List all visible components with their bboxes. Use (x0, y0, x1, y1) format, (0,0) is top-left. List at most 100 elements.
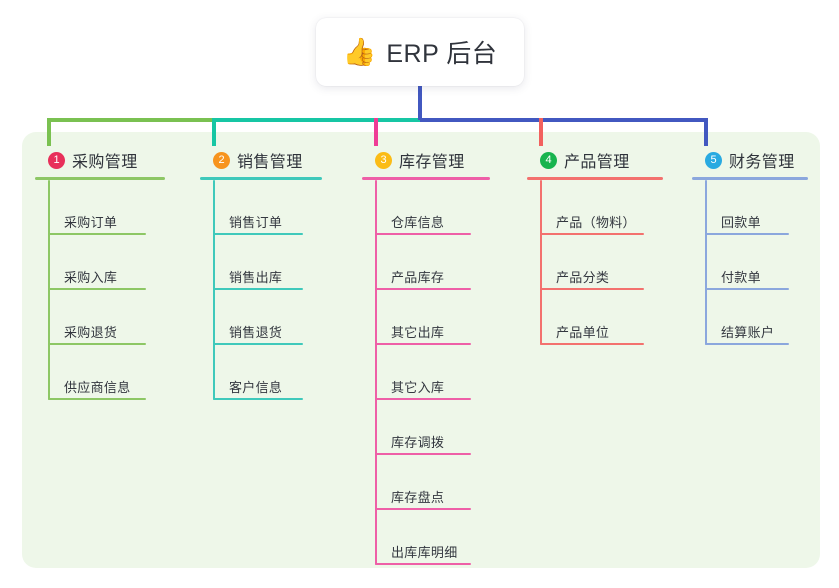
leaf-item-rule (375, 288, 471, 290)
root-node-title: ERP 后台 (386, 40, 498, 68)
leaf-item[interactable]: 销售订单 (213, 180, 322, 235)
branch-badge-4: 4 (540, 151, 557, 169)
leaf-item[interactable]: 产品分类 (540, 235, 663, 290)
branch-spine-5 (705, 180, 707, 345)
branch-header-3[interactable]: 3 库存管理 (362, 148, 490, 172)
leaf-item[interactable]: 客户信息 (213, 345, 322, 400)
leaf-item-label: 其它入库 (391, 380, 445, 395)
branch-header-4[interactable]: 4 产品管理 (527, 148, 663, 172)
diagram-background-panel (22, 132, 820, 568)
branch-spine-4 (540, 180, 542, 345)
branch-leaf-list-5: 回款单付款单结算账户 (705, 180, 808, 345)
branch-1: 1 采购管理采购订单采购入库采购退货供应商信息 (35, 148, 165, 400)
leaf-item-label: 产品单位 (556, 325, 610, 340)
leaf-item-rule (375, 398, 471, 400)
branch-rule-4 (527, 177, 663, 180)
leaf-item-label: 出库库明细 (391, 545, 458, 560)
branch-leaf-list-4: 产品（物料） 产品分类产品单位 (540, 180, 663, 345)
leaf-item-rule (213, 288, 303, 290)
leaf-item-label: 销售订单 (229, 215, 283, 230)
leaf-item-rule (705, 288, 789, 290)
leaf-item-label: 销售出库 (229, 270, 283, 285)
leaf-item-label: 回款单 (721, 215, 761, 230)
leaf-item[interactable]: 付款单 (705, 235, 808, 290)
branch-badge-1: 1 (48, 151, 65, 169)
branch-leaf-list-3: 仓库信息产品库存其它出库其它入库库存调拨库存盘点出库库明细 (375, 180, 490, 565)
leaf-item-label: 仓库信息 (391, 215, 445, 230)
branch-badge-5: 5 (705, 151, 722, 169)
leaf-item-rule (540, 343, 644, 345)
leaf-item-rule (213, 398, 303, 400)
leaf-item-rule (540, 233, 644, 235)
leaf-item-label: 库存调拨 (391, 435, 445, 450)
leaf-item-rule (375, 563, 471, 565)
branch-header-5[interactable]: 5 财务管理 (692, 148, 808, 172)
leaf-item-rule (213, 343, 303, 345)
leaf-item-label: 客户信息 (229, 380, 283, 395)
leaf-item[interactable]: 供应商信息 (48, 345, 165, 400)
leaf-item-rule (48, 343, 146, 345)
leaf-item-rule (375, 453, 471, 455)
branch-title-3: 库存管理 (399, 154, 465, 171)
branch-spine-2 (213, 180, 215, 400)
leaf-item[interactable]: 其它出库 (375, 290, 490, 345)
branch-leaf-list-1: 采购订单采购入库采购退货供应商信息 (48, 180, 165, 400)
leaf-item[interactable]: 销售出库 (213, 235, 322, 290)
branch-header-1[interactable]: 1 采购管理 (35, 148, 165, 172)
leaf-item-label: 结算账户 (721, 325, 775, 340)
leaf-item[interactable]: 库存盘点 (375, 455, 490, 510)
leaf-item[interactable]: 销售退货 (213, 290, 322, 345)
branch-3: 3 库存管理仓库信息产品库存其它出库其它入库库存调拨库存盘点出库库明细 (362, 148, 490, 565)
leaf-item-rule (705, 343, 789, 345)
leaf-item[interactable]: 采购入库 (48, 235, 165, 290)
branch-spine-3 (375, 180, 377, 565)
branch-leaf-list-2: 销售订单销售出库销售退货客户信息 (213, 180, 322, 400)
branch-title-2: 销售管理 (237, 154, 303, 171)
thumbs-up-icon: 👍 (342, 36, 377, 67)
leaf-item-label: 产品分类 (556, 270, 610, 285)
leaf-item[interactable]: 出库库明细 (375, 510, 490, 565)
leaf-item[interactable]: 其它入库 (375, 345, 490, 400)
branch-4: 4 产品管理产品（物料） 产品分类产品单位 (527, 148, 663, 345)
leaf-item-label: 产品库存 (391, 270, 445, 285)
branch-rule-3 (362, 177, 490, 180)
branch-spine-1 (48, 180, 50, 400)
leaf-item-rule (375, 343, 471, 345)
leaf-item[interactable]: 采购订单 (48, 180, 165, 235)
leaf-item-rule (375, 508, 471, 510)
branch-header-2[interactable]: 2 销售管理 (200, 148, 322, 172)
root-node[interactable]: 👍 ERP 后台 (316, 18, 524, 86)
leaf-item-label: 库存盘点 (391, 490, 445, 505)
leaf-item-label: 销售退货 (229, 325, 283, 340)
branch-title-5: 财务管理 (729, 154, 795, 171)
branch-2: 2 销售管理销售订单销售出库销售退货客户信息 (200, 148, 322, 400)
branch-rule-1 (35, 177, 165, 180)
leaf-item-rule (375, 233, 471, 235)
leaf-item-rule (213, 233, 303, 235)
leaf-item[interactable]: 产品单位 (540, 290, 663, 345)
leaf-item[interactable]: 回款单 (705, 180, 808, 235)
leaf-item-label: 采购退货 (64, 325, 118, 340)
leaf-item-label: 供应商信息 (64, 380, 131, 395)
leaf-item[interactable]: 采购退货 (48, 290, 165, 345)
leaf-item[interactable]: 仓库信息 (375, 180, 490, 235)
leaf-item[interactable]: 库存调拨 (375, 400, 490, 455)
leaf-item-label: 采购入库 (64, 270, 118, 285)
leaf-item[interactable]: 结算账户 (705, 290, 808, 345)
leaf-item-label: 采购订单 (64, 215, 118, 230)
leaf-item-label: 付款单 (721, 270, 761, 285)
leaf-item-label: 产品（物料） (556, 215, 636, 230)
leaf-item-rule (705, 233, 789, 235)
leaf-item-rule (48, 288, 146, 290)
leaf-item-rule (540, 288, 644, 290)
leaf-item-rule (48, 398, 146, 400)
branch-badge-3: 3 (375, 151, 392, 169)
branch-title-1: 采购管理 (72, 154, 138, 171)
branch-title-4: 产品管理 (564, 154, 630, 171)
leaf-item[interactable]: 产品（物料） (540, 180, 663, 235)
branch-badge-2: 2 (213, 151, 230, 169)
branch-rule-2 (200, 177, 322, 180)
leaf-item[interactable]: 产品库存 (375, 235, 490, 290)
branch-rule-5 (692, 177, 808, 180)
